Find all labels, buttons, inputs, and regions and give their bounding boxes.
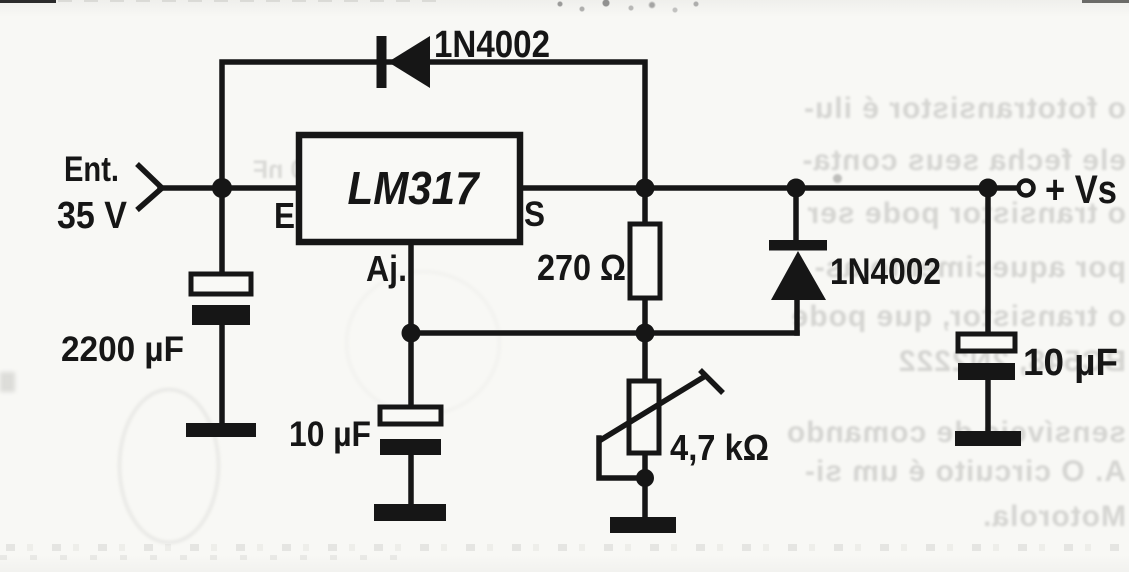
capacitor-adjust-plate-positive	[377, 404, 444, 427]
capacitor-output-plate-negative	[958, 363, 1015, 380]
diode-top-symbol	[376, 36, 430, 88]
potentiometer-body	[626, 378, 662, 456]
potentiometer-arrow-head	[698, 368, 725, 395]
label-cap-output: 10 µF	[1023, 342, 1118, 384]
capacitor-input-2200uF	[188, 271, 254, 325]
label-diode-output: 1N4002	[830, 251, 941, 292]
capacitor-adjust-plate-negative	[380, 439, 441, 455]
scan-artifact-top-right	[1082, 0, 1129, 3]
junction-output-3	[978, 178, 998, 198]
ground-output-cap	[955, 431, 1021, 446]
junction-output-1	[635, 178, 655, 198]
scan-artifact-top-dashes	[58, 0, 436, 2]
label-input-name: Ent.	[64, 150, 119, 189]
diode-top-triangle	[388, 36, 430, 88]
label-lm317: LM317	[348, 162, 481, 214]
wire-pot-wiper	[596, 435, 643, 481]
lm317-box	[295, 131, 524, 246]
ground-adjust-cap	[374, 504, 446, 521]
potentiometer-wiper-arrow	[597, 372, 709, 444]
input-terminal-arrow	[135, 162, 167, 213]
potentiometer-symbol	[597, 368, 725, 456]
capacitor-input-plate-negative	[192, 305, 250, 325]
capacitor-output-10uF	[955, 331, 1018, 380]
capacitor-input-plate-positive	[188, 271, 254, 297]
label-resistor: 270 Ω	[537, 247, 626, 288]
scan-artifact-speckle	[548, 0, 708, 15]
output-terminal-circle	[1016, 178, 1036, 198]
scan-artifact-left-blob	[0, 372, 15, 392]
junction-adjust-2	[635, 323, 655, 343]
ground-potentiometer	[610, 517, 676, 533]
junction-pot-wiper	[636, 469, 654, 487]
wire-top-loop	[219, 59, 648, 277]
wires	[157, 59, 1021, 520]
label-cap-adjust: 10 µF	[289, 415, 371, 454]
diode-output-cathode-bar	[769, 240, 827, 251]
scan-artifact-bottom-row2	[0, 555, 400, 560]
label-diode-top: 1N4002	[434, 24, 550, 66]
ground-input-cap	[186, 423, 256, 437]
junction-output-2	[786, 178, 806, 198]
bleed-ghost-ring-1	[118, 388, 220, 544]
scan-artifact-speck	[833, 174, 842, 183]
label-pin-s: S	[524, 195, 545, 234]
resistor-270-body	[627, 221, 663, 301]
label-input-voltage: 35 V	[57, 195, 128, 237]
diode-output-triangle	[771, 251, 826, 300]
label-output: + Vs	[1045, 168, 1117, 212]
capacitor-output-plate-positive	[955, 331, 1018, 354]
junction-input	[212, 178, 232, 198]
scan-artifact-top-left	[0, 0, 56, 3]
capacitor-adjust-10uF	[377, 404, 444, 455]
label-pin-e: E	[274, 195, 295, 236]
label-potentiometer: 4,7 kΩ	[670, 427, 769, 468]
diode-top-cathode-bar	[376, 36, 387, 88]
label-cap-input: 2200 µF	[61, 330, 184, 369]
label-pin-aj: Aj.	[366, 248, 407, 289]
junction-adjust-1	[401, 323, 421, 343]
scan-artifact-bottom-row	[6, 544, 1122, 551]
diode-output-symbol	[769, 240, 827, 300]
